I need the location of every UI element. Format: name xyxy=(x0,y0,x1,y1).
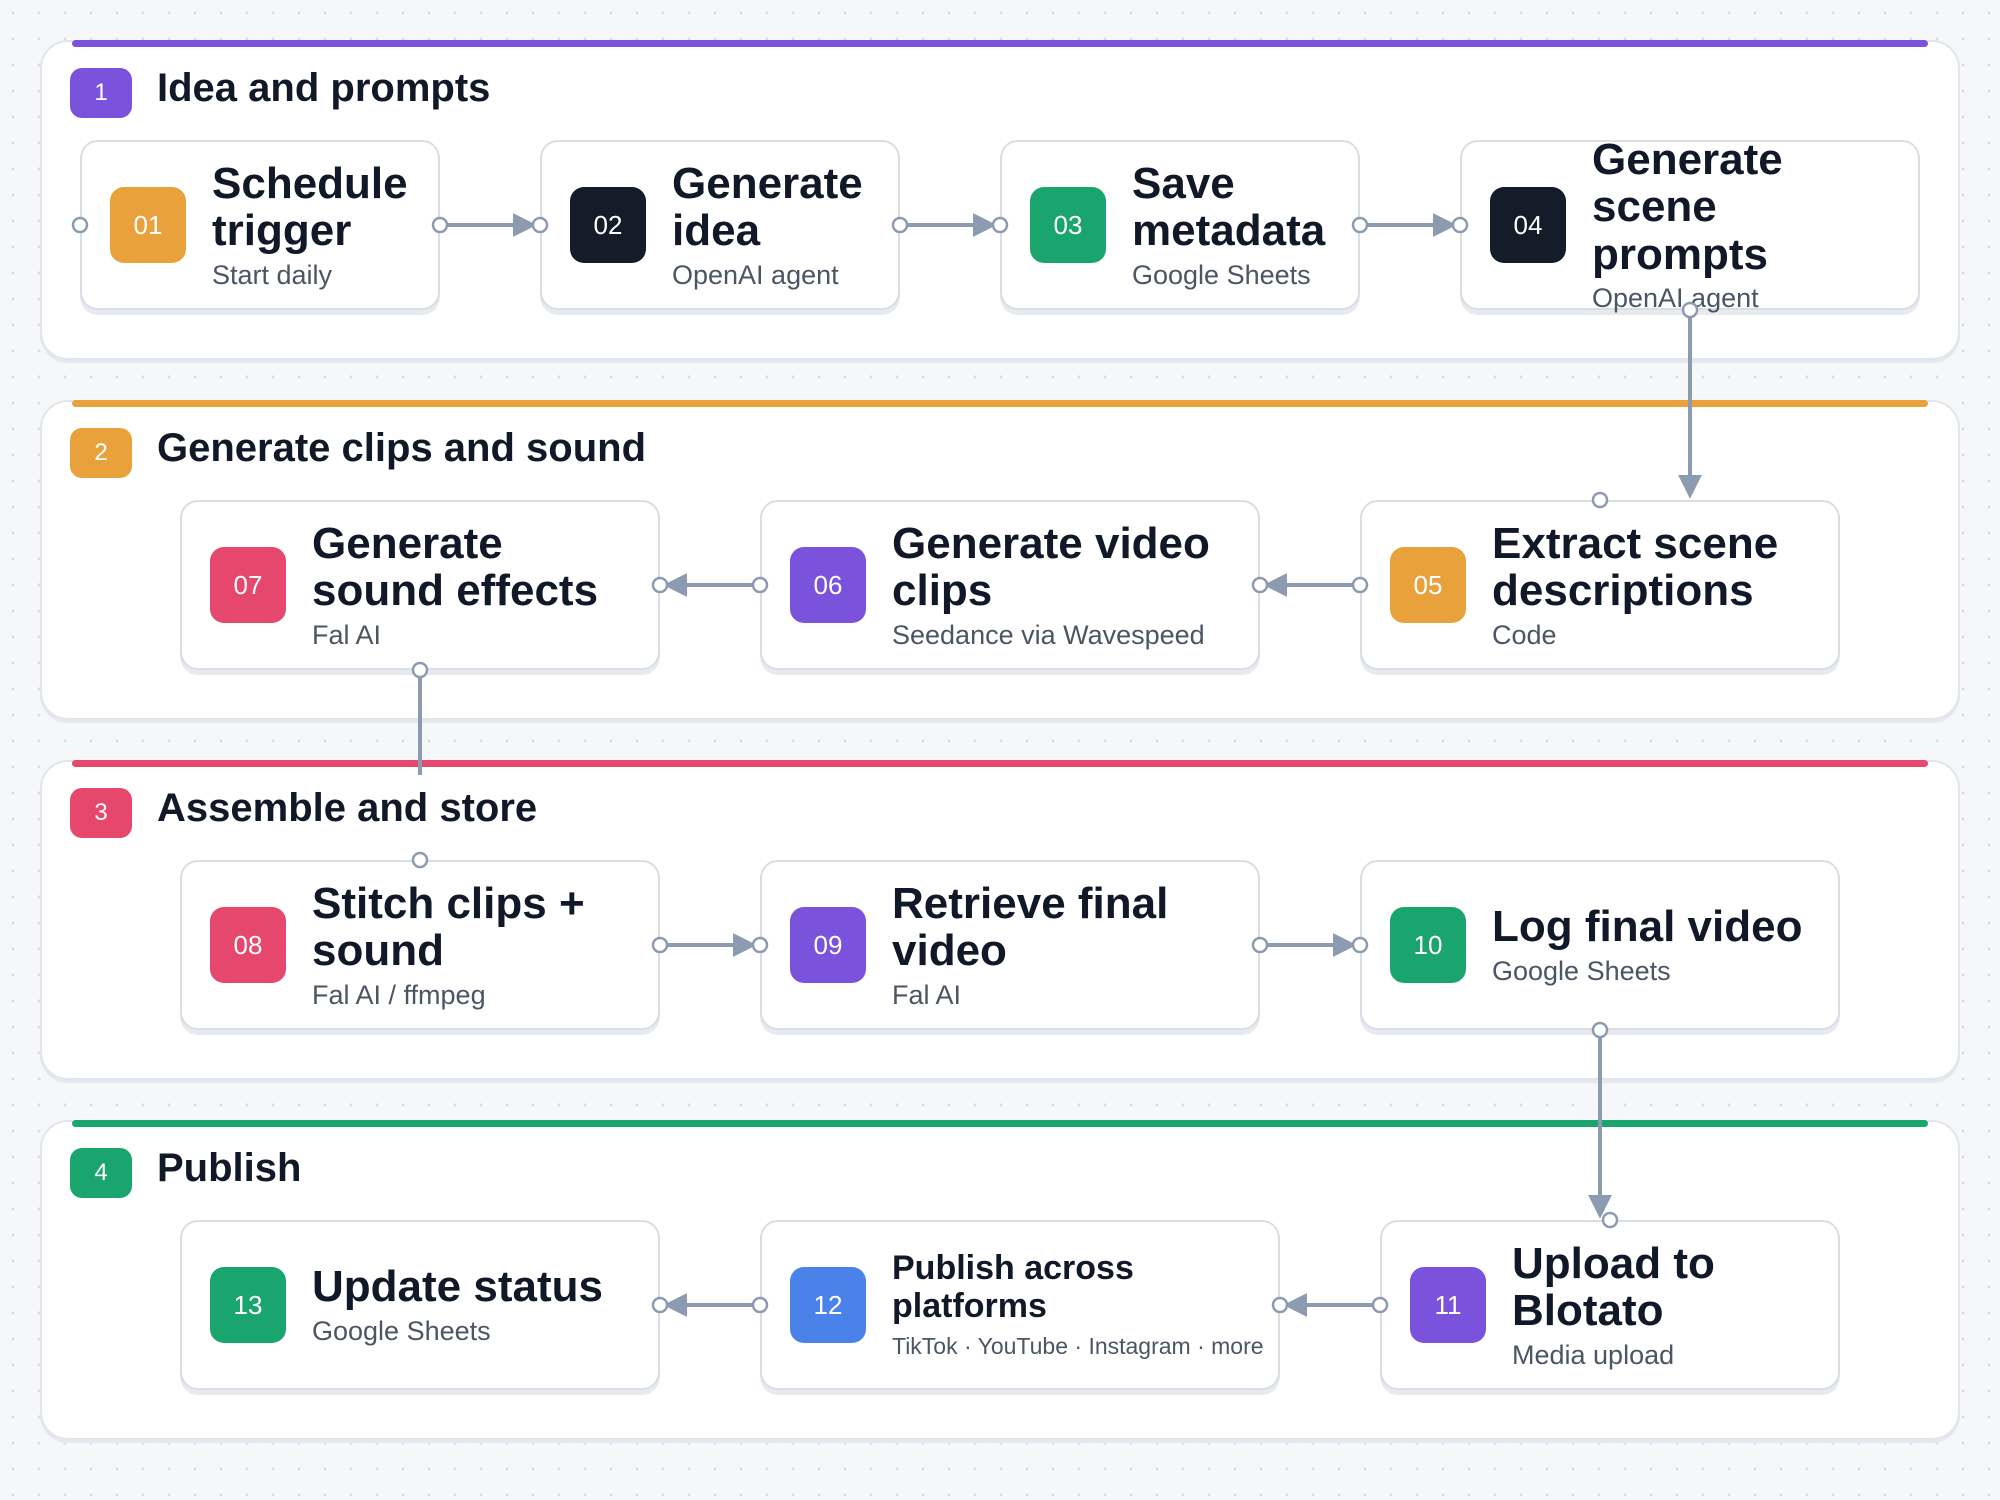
node-subtitle: Code xyxy=(1492,619,1557,650)
node-upload-to-blotato[interactable]: 11 Upload to Blotato Media upload xyxy=(1380,1220,1840,1390)
node-stitch-clips-sound[interactable]: 08 Stitch clips + sound Fal AI / ffmpeg xyxy=(180,860,660,1030)
node-subtitle: OpenAI agent xyxy=(1592,283,1759,314)
step-number-badge: 04 xyxy=(1490,187,1566,263)
step-number-badge: 02 xyxy=(570,187,646,263)
section-title: Publish xyxy=(157,1146,302,1190)
node-subtitle: Start daily xyxy=(212,259,333,290)
node-generate-idea[interactable]: 02 Generate idea OpenAI agent xyxy=(540,140,900,310)
node-subtitle: Google Sheets xyxy=(1132,259,1311,290)
node-subtitle: OpenAI agent xyxy=(672,259,839,290)
step-number-badge: 03 xyxy=(1030,187,1106,263)
step-number-badge: 11 xyxy=(1410,1267,1486,1343)
node-title: Log final video xyxy=(1492,902,1803,952)
node-save-metadata[interactable]: 03 Save metadata Google Sheets xyxy=(1000,140,1360,310)
node-retrieve-final-video[interactable]: 09 Retrieve final video Fal AI xyxy=(760,860,1260,1030)
step-number-badge: 10 xyxy=(1390,907,1466,983)
step-number-badge: 05 xyxy=(1390,547,1466,623)
node-subtitle: Google Sheets xyxy=(1492,955,1671,986)
node-log-final-video[interactable]: 10 Log final video Google Sheets xyxy=(1360,860,1840,1030)
node-subtitle: Google Sheets xyxy=(312,1315,491,1346)
section-accent-bar xyxy=(72,400,1928,407)
step-number-badge: 01 xyxy=(110,187,186,263)
section-number-badge: 1 xyxy=(70,68,132,118)
node-subtitle: TikTok · YouTube · Instagram · more xyxy=(892,1333,1264,1360)
node-generate-video-clips[interactable]: 06 Generate video clips Seedance via Wav… xyxy=(760,500,1260,670)
section-accent-bar xyxy=(72,1120,1928,1127)
section-number-badge: 3 xyxy=(70,788,132,838)
node-title: Upload to Blotato xyxy=(1512,1238,1715,1336)
node-subtitle: Fal AI xyxy=(312,619,382,650)
step-number-badge: 12 xyxy=(790,1267,866,1343)
section-title: Assemble and store xyxy=(157,786,538,830)
node-title: Schedule trigger xyxy=(212,158,408,256)
node-title: Extract scene descriptions xyxy=(1492,518,1779,616)
section-number-badge: 2 xyxy=(70,428,132,478)
section-accent-bar xyxy=(72,40,1928,47)
section-number-badge: 4 xyxy=(70,1148,132,1198)
node-title: Generate scene prompts xyxy=(1592,134,1783,279)
section-title: Generate clips and sound xyxy=(157,426,647,470)
node-extract-scene-descriptions[interactable]: 05 Extract scene descriptions Code xyxy=(1360,500,1840,670)
node-update-status[interactable]: 13 Update status Google Sheets xyxy=(180,1220,660,1390)
node-title: Generate sound effects xyxy=(312,518,599,616)
node-title: Retrieve final video xyxy=(892,878,1169,976)
node-subtitle: Seedance via Wavespeed xyxy=(892,619,1205,650)
node-title: Stitch clips + sound xyxy=(312,878,585,976)
node-title: Publish across platforms xyxy=(892,1249,1134,1326)
node-schedule-trigger[interactable]: 01 Schedule trigger Start daily xyxy=(80,140,440,310)
section-title: Idea and prompts xyxy=(157,66,491,110)
node-subtitle: Fal AI xyxy=(892,979,962,1010)
node-generate-sound-effects[interactable]: 07 Generate sound effects Fal AI xyxy=(180,500,660,670)
step-number-badge: 09 xyxy=(790,907,866,983)
node-subtitle: Media upload xyxy=(1512,1339,1675,1370)
step-number-badge: 13 xyxy=(210,1267,286,1343)
node-subtitle: Fal AI / ffmpeg xyxy=(312,979,486,1010)
node-title: Generate idea xyxy=(672,158,863,256)
node-generate-scene-prompts[interactable]: 04 Generate scene prompts OpenAI agent xyxy=(1460,136,1920,313)
node-title: Generate video clips xyxy=(892,518,1210,616)
node-title: Save metadata xyxy=(1132,158,1326,256)
step-number-badge: 08 xyxy=(210,907,286,983)
node-title: Update status xyxy=(312,1262,603,1312)
section-accent-bar xyxy=(72,760,1928,767)
step-number-badge: 07 xyxy=(210,547,286,623)
step-number-badge: 06 xyxy=(790,547,866,623)
node-publish-across-platforms[interactable]: 12 Publish across platforms TikTok · You… xyxy=(760,1220,1280,1390)
